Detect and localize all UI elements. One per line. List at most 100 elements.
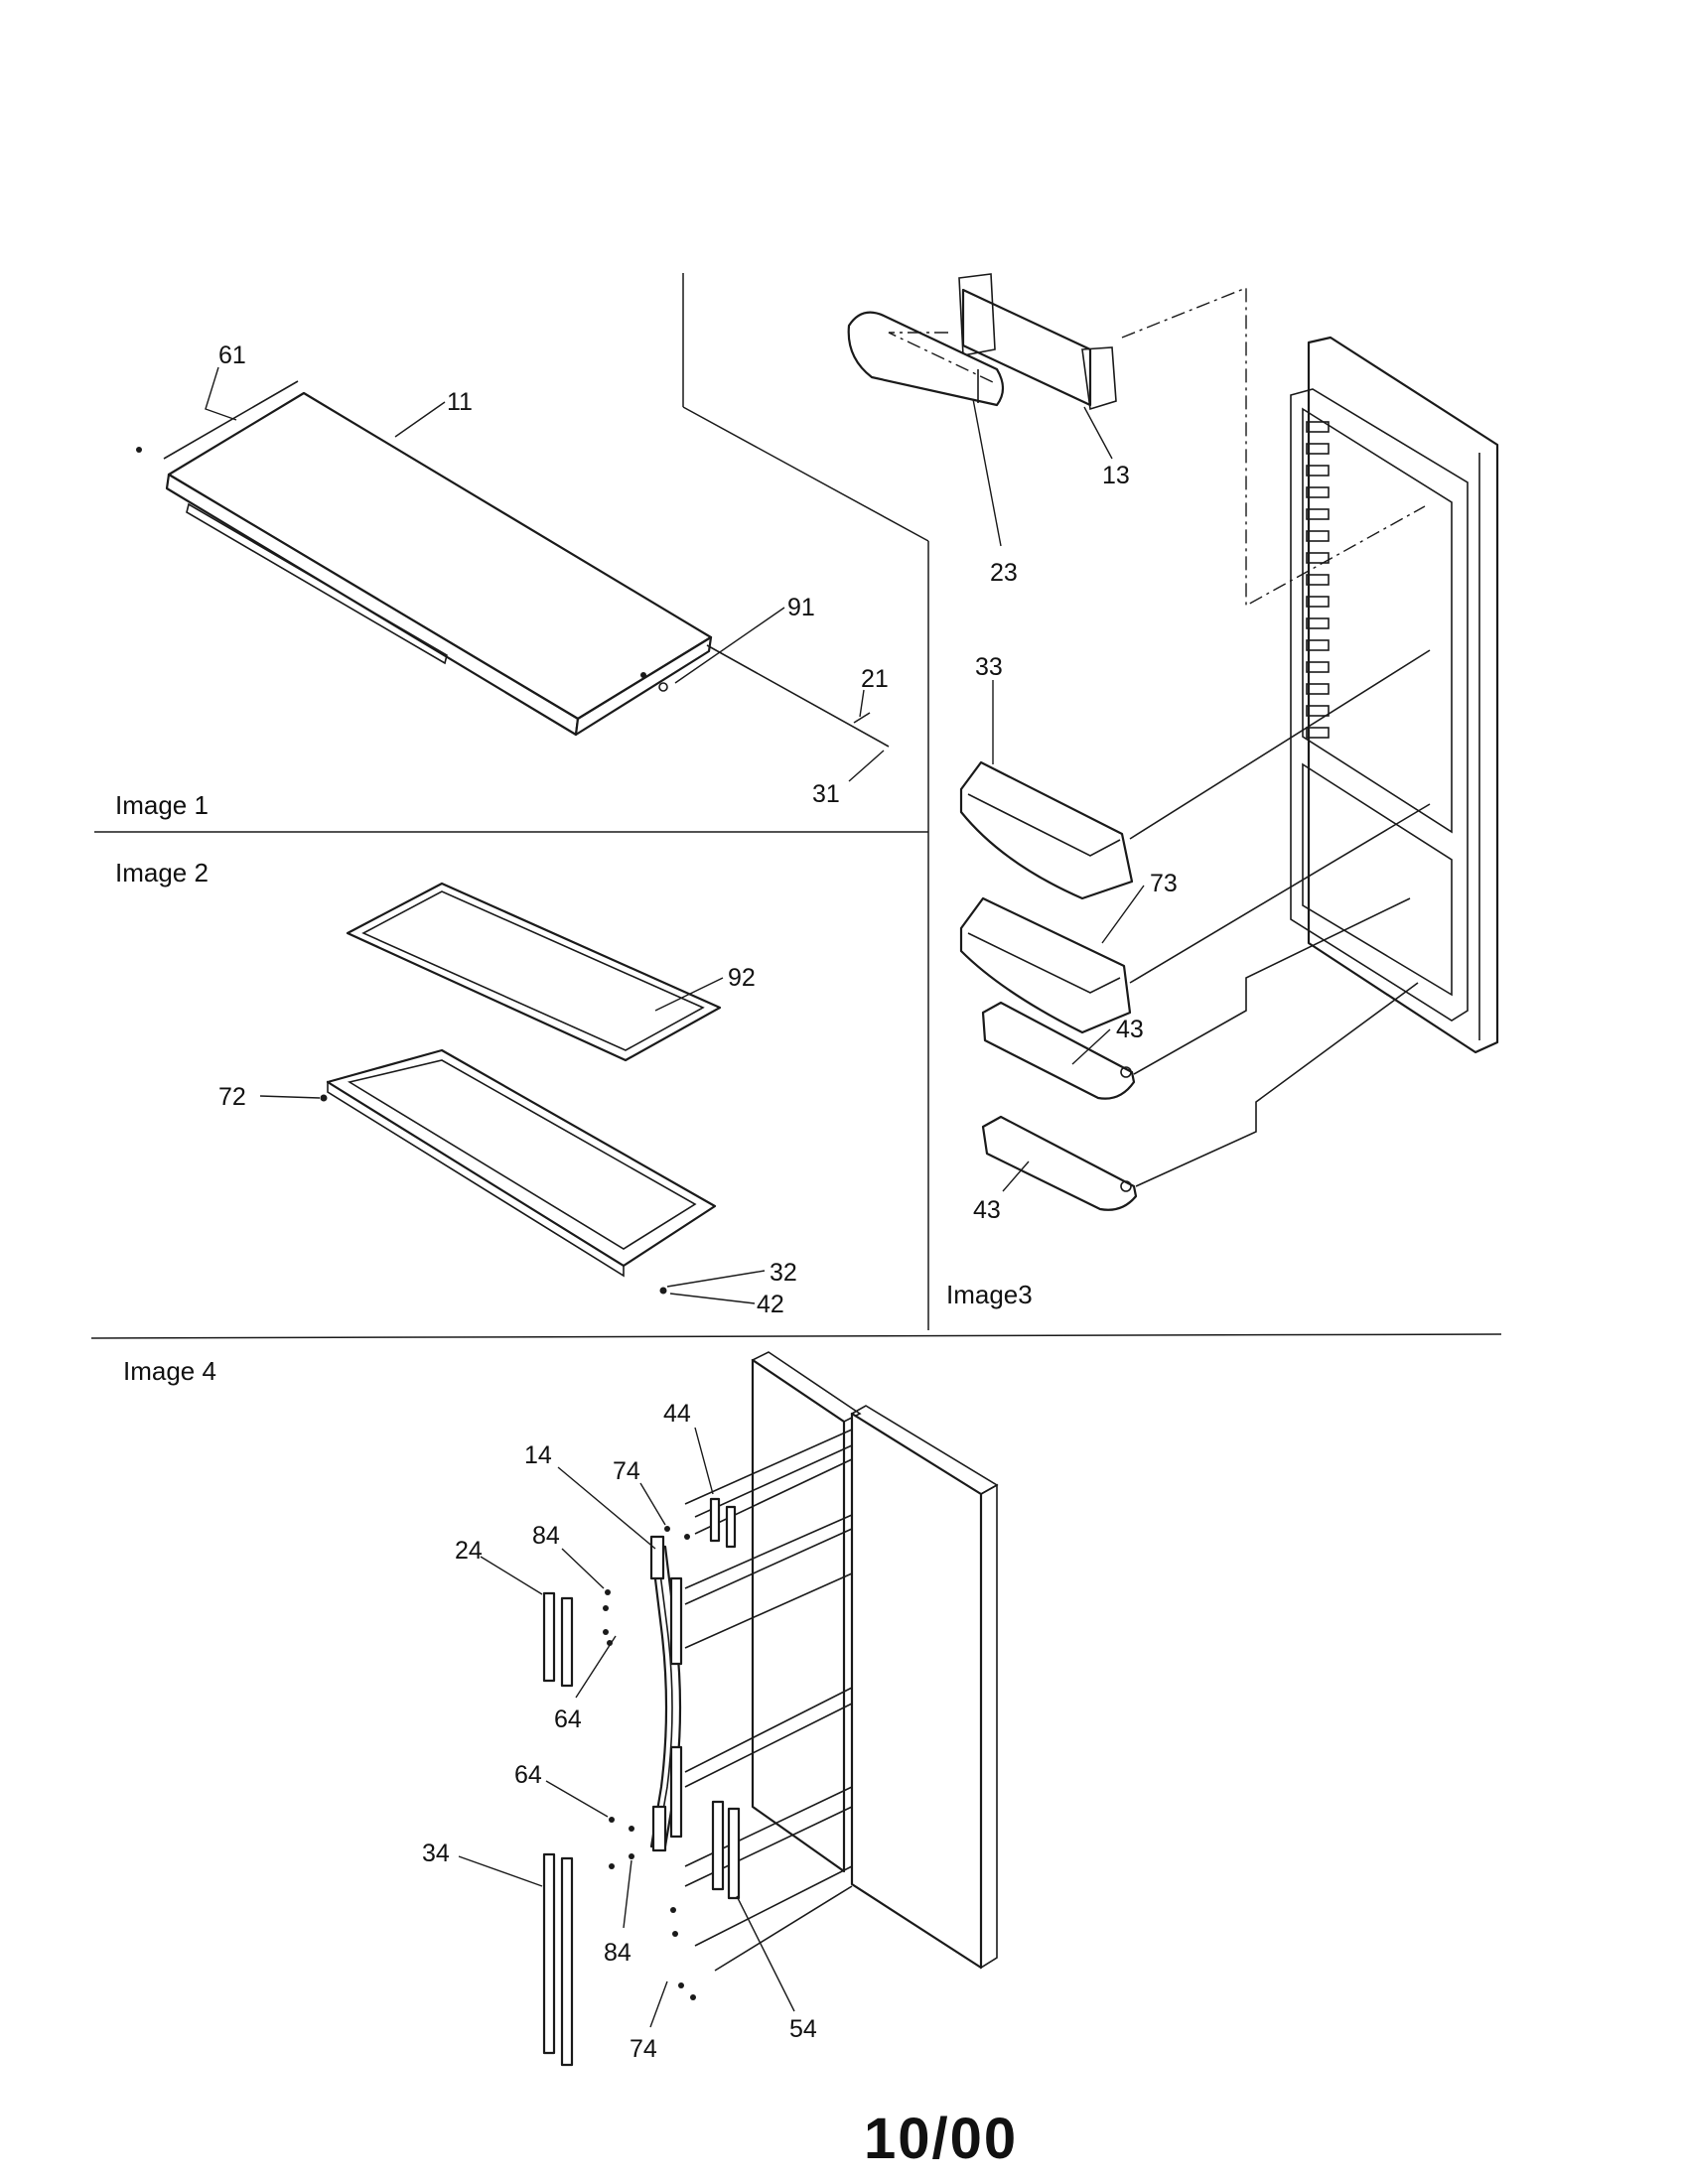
mounting-line bbox=[694, 1458, 853, 1535]
section-title-image2: Image 2 bbox=[115, 858, 209, 887]
divider-image1-image3-diagonal bbox=[682, 406, 929, 542]
door-shelf-rib bbox=[1306, 639, 1330, 651]
image3-section: 13 23 33 73 43 43 Image3 bbox=[847, 273, 1499, 1309]
image4-section: 44 14 74 24 84 64 64 34 84 74 54 Image 4 bbox=[123, 1351, 999, 2067]
mounting-line bbox=[684, 1572, 853, 1649]
door-shelf-rib bbox=[1306, 530, 1330, 542]
mounting-line bbox=[684, 1514, 853, 1589]
door-shelf-rib bbox=[1306, 552, 1330, 564]
screw-74-bottom bbox=[678, 1982, 684, 1988]
dairy-bin-left-end bbox=[958, 273, 996, 356]
leader-72 bbox=[259, 1095, 321, 1099]
shelf-frame bbox=[320, 1048, 717, 1295]
callout-43-lower: 43 bbox=[973, 1196, 1001, 1224]
shelf-rear-screw bbox=[136, 447, 142, 453]
mounting-line bbox=[694, 1444, 853, 1518]
leader-14 bbox=[557, 1466, 656, 1550]
door-bin-upper-body bbox=[959, 760, 1134, 900]
door-bin-upper-rim bbox=[967, 793, 1121, 857]
callout-84-bottom: 84 bbox=[604, 1939, 632, 1967]
section-title-image3: Image3 bbox=[946, 1280, 1033, 1309]
door-liner-inner bbox=[1290, 388, 1469, 1022]
image4-leaders bbox=[458, 1427, 795, 2028]
leader-73 bbox=[1101, 885, 1145, 944]
door-bin-shallow-1-body bbox=[981, 1001, 1136, 1100]
handle-grip-inner bbox=[656, 1550, 673, 1845]
handle-bottom-endcap bbox=[651, 1805, 667, 1852]
shelf-top-surface bbox=[167, 391, 713, 721]
lower-trim-strip-1 bbox=[711, 1800, 725, 1891]
leader-11 bbox=[394, 401, 446, 438]
door-liner bbox=[1290, 336, 1499, 1054]
screw-64-1 bbox=[603, 1629, 609, 1635]
projection-shallow-2 bbox=[1135, 982, 1419, 1187]
handle-top-endcap bbox=[649, 1535, 665, 1580]
door-bin-middle-body bbox=[959, 896, 1132, 1034]
image2-section: 92 72 32 42 Image 2 bbox=[115, 858, 797, 1318]
image1-leaders bbox=[205, 366, 885, 782]
callout-64-top: 64 bbox=[554, 1706, 582, 1733]
shelf-side-edge bbox=[574, 635, 713, 737]
callout-84-top: 84 bbox=[532, 1522, 560, 1550]
image3-projection-lines bbox=[888, 286, 1431, 1187]
leader-21 bbox=[859, 689, 865, 718]
door-panel-left bbox=[751, 1351, 862, 1873]
image4-fasteners bbox=[603, 1526, 696, 2000]
shelf-under-bracket bbox=[186, 502, 448, 665]
leader-43-lower bbox=[1002, 1160, 1030, 1192]
leader-24 bbox=[480, 1556, 543, 1595]
callout-91: 91 bbox=[787, 594, 815, 621]
mounting-line bbox=[684, 1703, 853, 1788]
dairy-bin bbox=[958, 273, 1117, 411]
leader-74-top bbox=[639, 1482, 666, 1526]
door-shelf-rib bbox=[1306, 508, 1330, 520]
door-liner-outer bbox=[1307, 336, 1499, 1054]
leader-54 bbox=[736, 1895, 795, 2012]
top-trim-strip-1 bbox=[709, 1497, 721, 1543]
door-shelf-rib bbox=[1306, 617, 1330, 629]
handle-bottom-mount bbox=[669, 1745, 683, 1839]
image3-leaders bbox=[972, 398, 1145, 1192]
handle-assembly bbox=[649, 1535, 683, 1852]
dairy-cover-body bbox=[847, 311, 1005, 407]
door-shelf-rib bbox=[1306, 596, 1330, 608]
screw-74-bottom-2 bbox=[690, 1994, 696, 2000]
long-trim-strip-1 bbox=[542, 1852, 556, 2055]
date-code: 10/00 bbox=[864, 2107, 1018, 2171]
section-title-image1: Image 1 bbox=[115, 790, 209, 820]
callout-24: 24 bbox=[455, 1537, 483, 1565]
leader-44 bbox=[694, 1427, 714, 1495]
handle-top-mount bbox=[669, 1576, 683, 1666]
projection-shallow-1 bbox=[1133, 897, 1411, 1075]
door-bin-shallow-1-clip bbox=[1120, 1066, 1132, 1078]
projection-bin-upper bbox=[1129, 649, 1431, 840]
door-shelf-rib bbox=[1306, 683, 1330, 695]
screw-64-4 bbox=[629, 1826, 634, 1832]
callout-11: 11 bbox=[447, 388, 473, 416]
door-bin-middle bbox=[959, 896, 1132, 1034]
handle-trim-pieces bbox=[542, 1497, 741, 2067]
door-shelf-rib bbox=[1306, 661, 1330, 673]
door-shelf-rib bbox=[1306, 727, 1330, 739]
leader-84-top bbox=[561, 1548, 605, 1589]
callout-74-bottom: 74 bbox=[630, 2035, 657, 2063]
frame-outer bbox=[326, 1048, 717, 1268]
callout-31: 31 bbox=[812, 780, 840, 808]
callout-72: 72 bbox=[218, 1083, 246, 1111]
frame-front-edge bbox=[327, 1080, 625, 1278]
callout-34: 34 bbox=[422, 1840, 450, 1867]
door-panel-right-edge bbox=[980, 1483, 998, 1970]
callout-64-bottom: 64 bbox=[514, 1761, 542, 1789]
callout-73: 73 bbox=[1150, 870, 1178, 897]
long-trim-strip-2 bbox=[560, 1856, 574, 2067]
projection-bin-middle bbox=[1129, 803, 1431, 984]
callout-23: 23 bbox=[990, 559, 1018, 587]
callout-14: 14 bbox=[524, 1441, 552, 1469]
mounting-line bbox=[684, 1528, 853, 1605]
screw-84-4 bbox=[629, 1853, 634, 1859]
door-shelf-rib bbox=[1306, 705, 1330, 717]
frame-inner bbox=[347, 1059, 697, 1250]
door-bin-shallow-1 bbox=[981, 1001, 1136, 1100]
top-trim-strip-2 bbox=[725, 1505, 737, 1549]
door-panel-right bbox=[850, 1405, 999, 1970]
